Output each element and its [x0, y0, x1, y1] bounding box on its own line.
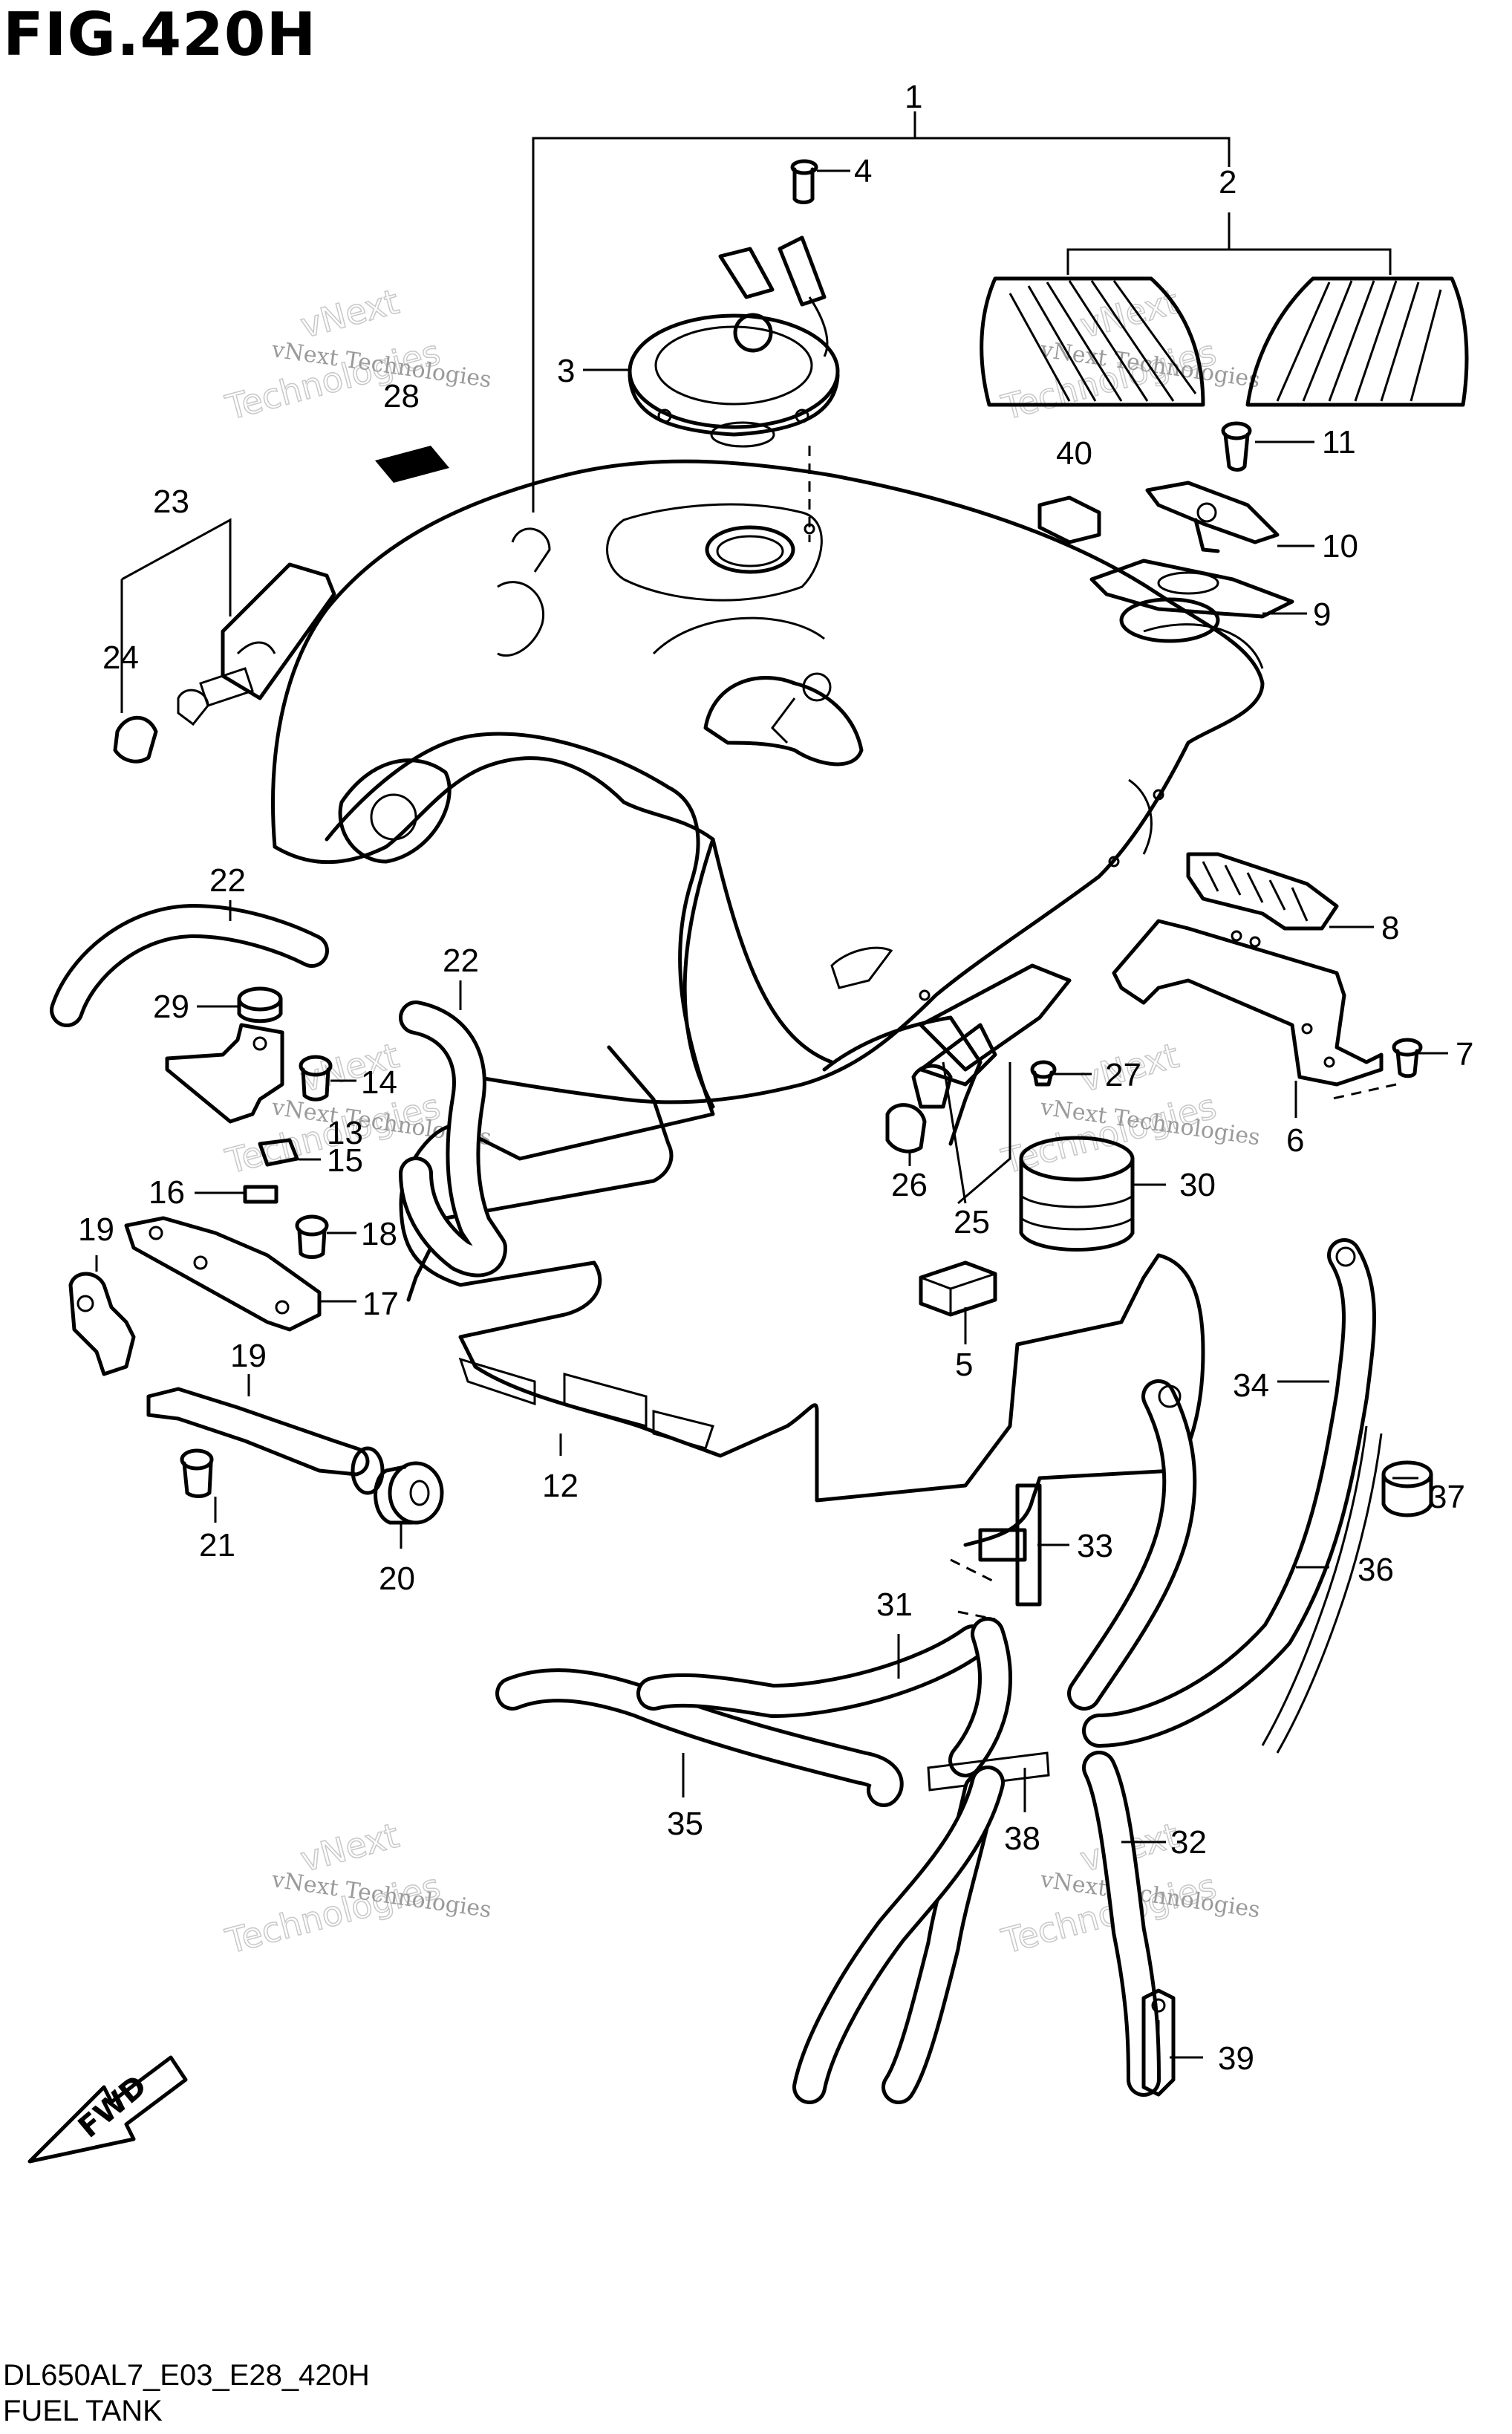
hose-22-center: [399, 1000, 507, 1278]
cap-24: [113, 715, 158, 764]
hose-32: [1067, 1379, 1197, 2097]
bolt-18: [295, 1214, 329, 1259]
pad-28: [375, 446, 449, 483]
figure-title: FIG.420H: [3, 0, 317, 69]
nut-15: [258, 1138, 299, 1167]
hose-22-left: [50, 904, 329, 1027]
callout-13: 13: [327, 1115, 363, 1151]
hose-34: [1082, 1238, 1376, 1748]
callout-24: 24: [102, 640, 139, 676]
callout-28: 28: [383, 378, 420, 414]
damper-5: [919, 1260, 997, 1317]
band-30: [1019, 1136, 1135, 1252]
washer-29: [237, 986, 283, 1024]
bracket-9: [1089, 559, 1294, 619]
bracket-10: [1145, 481, 1280, 553]
hose-35: [495, 1668, 904, 1807]
fuel-cap-assembly: [628, 235, 840, 542]
bracket-6: [1112, 919, 1384, 1087]
callout-9: 9: [1313, 596, 1331, 633]
bolt-7: [1329, 1038, 1423, 1101]
callout-35: 35: [667, 1806, 703, 1842]
callout-27: 27: [1105, 1057, 1141, 1093]
callout-36: 36: [1358, 1552, 1394, 1588]
hose-31: [636, 1624, 990, 1718]
assembly-brackets: [532, 111, 1392, 512]
callout-25: 25: [954, 1204, 990, 1240]
watermark-vnext: vNext: [296, 1815, 403, 1880]
plate-25: [911, 963, 1072, 1205]
cap-37: [1381, 1460, 1433, 1517]
callout-2: 2: [1219, 164, 1236, 201]
callout-16: 16: [149, 1174, 185, 1211]
clamp-39: [1141, 1988, 1176, 2097]
fuel-tank-body: [271, 459, 1265, 1302]
grommet-16: [243, 1185, 278, 1204]
callout-18: 18: [361, 1216, 397, 1252]
callout-3: 3: [557, 353, 575, 389]
callout-33: 33: [1077, 1528, 1113, 1564]
cap-26: [885, 1103, 927, 1153]
callout-14: 14: [361, 1064, 397, 1101]
callout-19-lower: 19: [230, 1338, 267, 1374]
callout-32: 32: [1170, 1824, 1207, 1861]
callout-22-left: 22: [209, 862, 246, 899]
callout-31: 31: [876, 1587, 913, 1623]
plate-17: [124, 1216, 322, 1332]
callout-34: 34: [1233, 1367, 1269, 1404]
callout-29: 29: [153, 989, 189, 1025]
knee-pads: [980, 276, 1469, 407]
callout-10: 10: [1322, 528, 1358, 564]
t-joint-33: [950, 1483, 1042, 1621]
callout-38: 38: [1004, 1820, 1040, 1857]
spacer-20: [374, 1461, 444, 1525]
stay-19-lower: [146, 1387, 385, 1495]
callout-19-upper: 19: [78, 1211, 114, 1248]
clip-19-upper: [68, 1272, 136, 1376]
callout-6: 6: [1286, 1122, 1304, 1159]
callout-23: 23: [153, 484, 189, 520]
callout-30: 30: [1179, 1167, 1216, 1203]
callout-15: 15: [327, 1142, 363, 1179]
hose-38-lower: [792, 1617, 1050, 2104]
leader-lines: [95, 368, 1448, 2059]
hose-36: [1261, 1425, 1383, 1754]
watermark-vnext: vNext: [296, 282, 403, 346]
forward-arrow: FWD: [27, 2055, 188, 2164]
callout-40: 40: [1056, 435, 1092, 472]
bolt-27: [1030, 1060, 1057, 1087]
callout-22-center: 22: [443, 943, 479, 979]
bolt-14: [299, 1055, 333, 1102]
callout-26: 26: [891, 1167, 928, 1203]
rubber-23: [177, 562, 336, 726]
callout-7: 7: [1456, 1036, 1473, 1073]
damper-40: [1037, 495, 1101, 544]
callout-21: 21: [199, 1527, 235, 1563]
callout-labels: 1 2 3 4 5 6 7 8 9 10 11 12 13 14 15 16 1…: [78, 79, 1473, 2077]
callout-12: 12: [542, 1468, 579, 1504]
bracket-13: [165, 1023, 284, 1124]
bolt-21: [180, 1448, 214, 1498]
callout-20: 20: [379, 1561, 415, 1597]
bolt-4: [790, 159, 850, 204]
callout-39: 39: [1218, 2040, 1254, 2077]
bolt-11: [1221, 421, 1252, 472]
callout-4: 4: [854, 153, 872, 189]
callout-37: 37: [1429, 1479, 1465, 1515]
diagram-code: DL650AL7_E03_E28_420H: [3, 2359, 370, 2392]
callout-11: 11: [1322, 424, 1356, 461]
cushion-8: [1186, 852, 1339, 931]
diagram-subtitle: FUEL TANK: [3, 2395, 163, 2427]
callout-17: 17: [362, 1286, 399, 1322]
callout-8: 8: [1381, 910, 1399, 946]
callout-5: 5: [955, 1347, 973, 1383]
tank-lower-plate: [325, 732, 1205, 1547]
callout-1: 1: [905, 79, 922, 115]
